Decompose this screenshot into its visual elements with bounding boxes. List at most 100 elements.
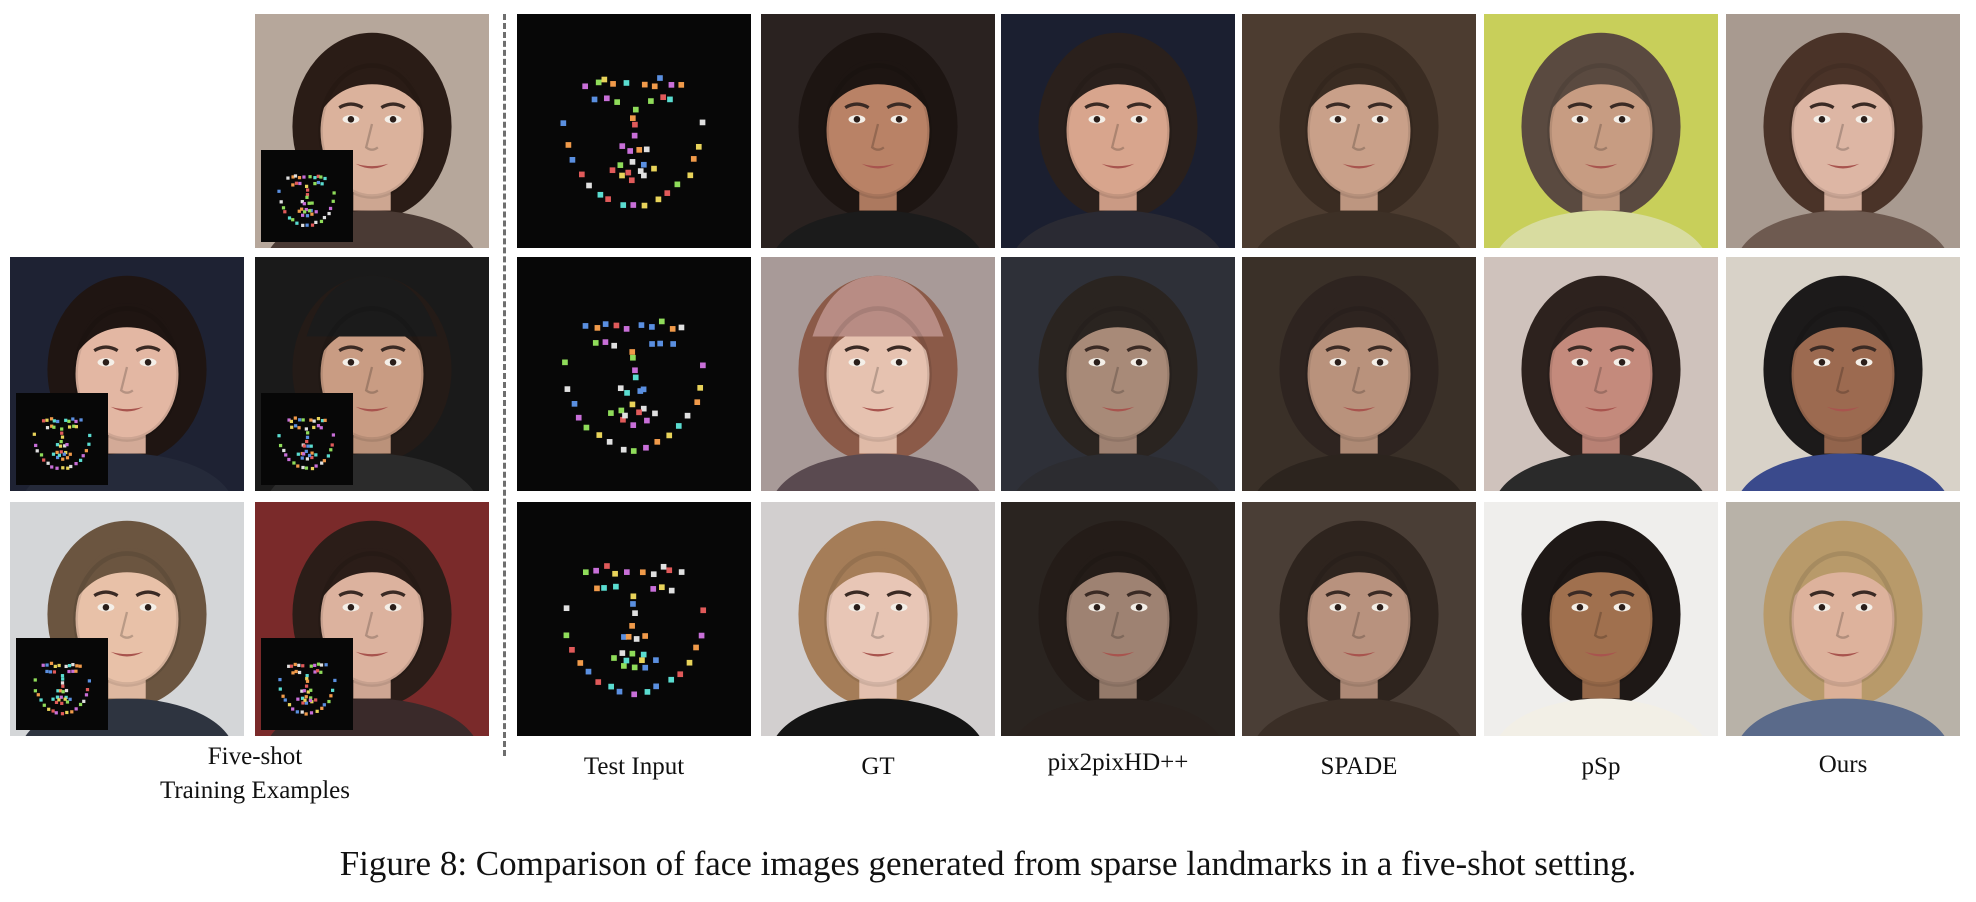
landmark-dot <box>302 689 306 693</box>
landmark-dot <box>61 466 65 470</box>
landmark-dot <box>690 156 697 162</box>
face-photo <box>1242 257 1476 491</box>
landmark-dot <box>283 210 287 214</box>
landmark-dot <box>619 650 626 656</box>
landmark-dot <box>322 459 326 463</box>
landmark-dot <box>308 698 313 703</box>
landmark-dot <box>68 697 72 701</box>
landmark-dot <box>670 341 677 347</box>
landmark-dot <box>64 450 68 455</box>
landmark-dot <box>87 442 91 446</box>
landmark-dot <box>85 687 90 692</box>
landmark-dot <box>602 321 609 327</box>
landmark-dot <box>312 419 316 423</box>
landmark-dot <box>309 688 313 692</box>
landmark-dot <box>47 707 51 711</box>
landmark-dot <box>571 401 578 407</box>
landmark-dot <box>60 701 64 705</box>
landmark-dot <box>695 143 702 150</box>
landmark-dot <box>71 669 75 673</box>
landmark-dot <box>569 156 576 163</box>
landmark-dot <box>297 663 301 667</box>
landmark-dot <box>67 425 72 429</box>
face-photo <box>761 502 995 736</box>
landmark-dot <box>609 167 616 174</box>
landmark-dot <box>50 424 54 428</box>
ours-row3 <box>1726 502 1960 736</box>
landmark-dot <box>623 80 630 86</box>
landmark-dot <box>286 176 290 180</box>
landmark-dot <box>291 183 295 187</box>
landmark-dot <box>300 200 304 204</box>
landmark-dot <box>314 220 318 225</box>
landmark-dot <box>307 201 311 205</box>
landmark-dot <box>64 418 68 422</box>
landmark-dot <box>304 712 308 716</box>
landmark-dot <box>59 695 63 699</box>
landmark-dot <box>296 464 300 468</box>
landmark-dot <box>34 443 38 448</box>
landmark-dot <box>641 81 648 88</box>
landmark-dot <box>35 449 39 453</box>
landmark-dot <box>55 450 59 455</box>
landmark-dot <box>314 210 318 214</box>
face-photo <box>1726 257 1960 491</box>
landmark-dot <box>319 426 323 430</box>
landmark-dot <box>287 703 292 707</box>
landmark-dot <box>300 696 305 700</box>
landmark-dot <box>282 448 286 453</box>
landmark-dot <box>67 663 72 668</box>
face-photo <box>1001 257 1235 491</box>
landmark-map <box>16 638 108 730</box>
face-photo <box>1001 502 1235 736</box>
landmark-dot <box>614 99 620 105</box>
landmark-dot <box>651 165 657 172</box>
gt-row2 <box>761 257 995 491</box>
landmark-dot <box>60 435 65 439</box>
landmark-dot <box>624 390 630 396</box>
landmark-dot <box>304 695 308 699</box>
landmark-dot <box>84 693 89 697</box>
landmark-dot <box>75 664 79 668</box>
landmark-dot <box>611 342 618 349</box>
landmark-dot <box>621 663 627 669</box>
landmark-dot <box>632 610 638 617</box>
face-photo <box>1484 14 1718 248</box>
face-photo <box>1001 14 1235 248</box>
landmark-dot <box>700 362 706 369</box>
landmark-dot <box>565 142 572 148</box>
landmark-dot <box>331 688 335 692</box>
label-spade: SPADE <box>1320 753 1398 780</box>
landmark-dot <box>48 670 52 674</box>
landmark-dot <box>54 711 58 715</box>
landmark-dot <box>659 584 665 591</box>
landmark-dot <box>625 633 632 640</box>
landmark-dot <box>81 454 85 458</box>
landmark-dot <box>309 418 313 422</box>
landmark-dot <box>297 209 301 213</box>
landmark-dot <box>316 424 321 428</box>
landmark-dot <box>677 671 684 678</box>
landmark-dot <box>297 176 302 180</box>
landmark-dot <box>305 457 310 461</box>
landmark-dot <box>605 196 611 202</box>
landmark-dot <box>601 585 607 591</box>
landmark-dot <box>304 207 308 212</box>
landmark-dot <box>655 196 662 203</box>
training-example-bottom-right <box>255 502 489 736</box>
landmark-dot <box>319 670 323 674</box>
landmark-dot <box>650 571 657 578</box>
landmark-dot <box>653 683 659 690</box>
landmark-dot <box>624 569 630 575</box>
landmark-dot <box>603 95 610 102</box>
landmark-dot <box>582 569 589 576</box>
landmark-dot <box>57 698 61 702</box>
label-five-shot: Five-shot <box>207 743 303 770</box>
landmark-dot <box>648 98 654 104</box>
landmark-dot <box>629 349 636 355</box>
landmark-dot <box>277 189 281 193</box>
landmark-dot <box>316 174 320 178</box>
landmark-dot <box>294 424 298 428</box>
landmark-dot <box>78 702 83 707</box>
landmark-dot <box>45 669 49 674</box>
